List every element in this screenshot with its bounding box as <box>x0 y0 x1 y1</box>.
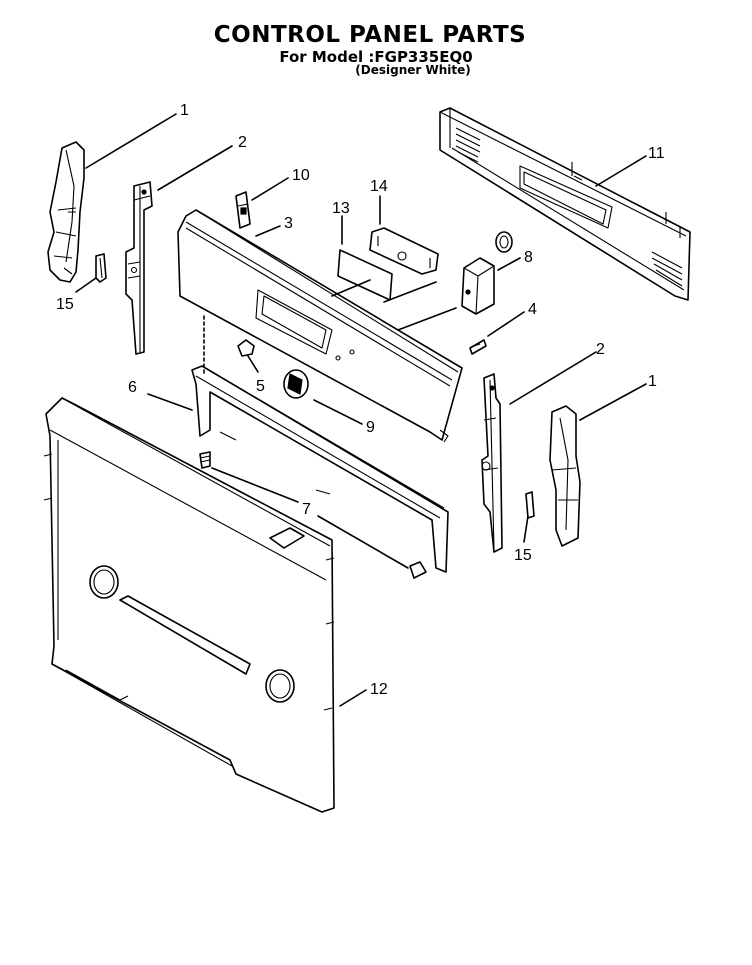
part-5-clip <box>237 339 255 357</box>
callout-c2-right: 2 <box>596 341 605 358</box>
leader-c3 <box>255 225 281 237</box>
leader-c7-b <box>317 515 409 569</box>
leader-c2-left <box>157 145 233 191</box>
callout-c3: 3 <box>284 215 293 232</box>
callout-c10: 10 <box>292 167 310 184</box>
leader-c10 <box>251 177 289 201</box>
callout-numbers: 1 2 10 3 13 14 11 8 15 4 2 6 5 1 9 7 15 … <box>56 102 665 698</box>
callout-c6: 6 <box>128 379 137 396</box>
leader-c8 <box>497 257 521 271</box>
callout-c14: 14 <box>370 178 388 195</box>
part-1-right-end-cap <box>549 405 581 547</box>
leader-lines <box>75 113 647 707</box>
part-11-back-panel <box>439 107 691 301</box>
leader-c15-right <box>523 515 529 543</box>
callout-c4: 4 <box>528 301 537 318</box>
leader-c1-right <box>579 383 647 421</box>
callout-c15-right: 15 <box>514 547 532 564</box>
part-8-clock-housing <box>461 231 513 315</box>
callout-c9: 9 <box>366 419 375 436</box>
callout-c1-left: 1 <box>180 102 189 119</box>
diagram-title: CONTROL PANEL PARTS <box>213 22 527 48</box>
callout-c15-left: 15 <box>56 296 74 313</box>
leader-c12 <box>339 689 367 707</box>
leader-c4 <box>487 311 525 337</box>
part-4-screw <box>469 339 487 355</box>
leader-c9 <box>313 399 363 425</box>
leader-c1-left <box>85 113 177 169</box>
leader-assembly <box>331 279 457 331</box>
callout-c1-right: 1 <box>648 373 657 390</box>
callout-c5: 5 <box>256 378 265 395</box>
model-line: For Model :FGP335EQ0 <box>279 48 473 66</box>
part-6-support-channel <box>191 365 449 573</box>
callout-c12: 12 <box>370 681 388 698</box>
part-10-switch <box>235 191 251 229</box>
leader-c5 <box>247 355 259 373</box>
leader-c2-right <box>509 351 597 405</box>
part-14-timer-plate <box>369 227 439 275</box>
leader-c11 <box>595 155 647 187</box>
part-15-left-clip <box>95 253 107 283</box>
callout-c11: 11 <box>648 145 665 162</box>
leader-c6 <box>147 393 193 411</box>
part-1-left-end-cap <box>47 141 85 283</box>
callout-c8: 8 <box>524 249 533 266</box>
finish-line: (Designer White) <box>355 63 471 77</box>
part-2-right-bracket <box>481 373 503 553</box>
leader-c7-a <box>211 467 299 503</box>
part-13-label <box>337 249 393 301</box>
part-9-knob <box>283 369 309 399</box>
part-15-right-clip <box>525 491 535 519</box>
callout-c13: 13 <box>332 200 350 217</box>
part-7-screws <box>199 451 427 579</box>
leader-c15-left <box>75 277 97 293</box>
part-2-left-bracket <box>125 181 153 355</box>
part-12-rear-cover <box>43 397 335 813</box>
part-3-control-panel <box>177 209 463 443</box>
callout-c7: 7 <box>302 501 311 518</box>
callout-c2-left: 2 <box>238 134 247 151</box>
